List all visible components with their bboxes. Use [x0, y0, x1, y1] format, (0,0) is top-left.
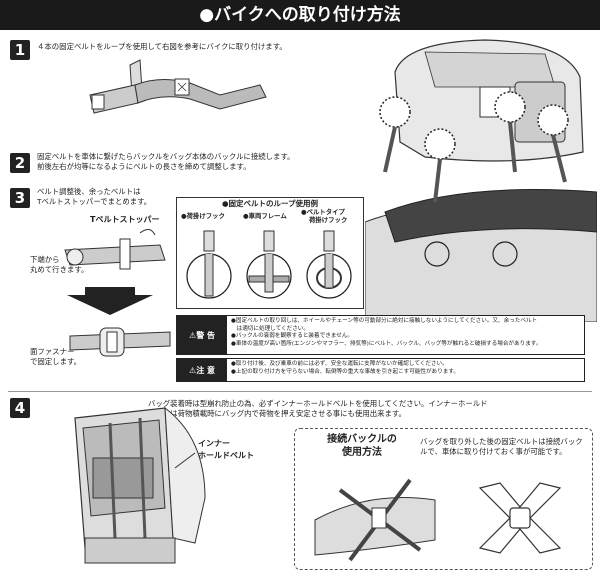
fastener-label-2: で固定します。: [30, 357, 81, 366]
down-arrow-icon: [67, 287, 153, 315]
connected-buckles-icon: [478, 482, 562, 554]
bag-interior-illustration: [74, 406, 206, 564]
step-2-number: 2: [10, 153, 30, 173]
caution-text: ●取り付け後、及び乗車の前には必ず、安全な運転に支障がないか確認してください。 …: [231, 361, 580, 376]
t-belt-stopper-label: Tベルトストッパー: [90, 215, 160, 224]
step-4-number: 4: [10, 398, 30, 418]
step-2-text-2: 前後左右が均等になるようにベルトの長さを締めて調整します。: [37, 162, 251, 171]
loop-usage-box: ●固定ベルトのループ使用例 ●荷掛けフック ●車両フレーム ●ベルトタイプ 荷掛…: [176, 197, 364, 309]
loop-item-belt-hook-label: ●ベルトタイプ: [301, 208, 345, 216]
warning-text: ●固定ベルトの取り回しは、ホイールやチェーン等の可動部分に絶対に接触しないように…: [231, 318, 580, 348]
step-3-text-1: ベルト調整後、余ったベルトは: [37, 187, 141, 196]
caution-line: ●取り付け後、及び乗車の前には必ず、安全な運転に支障がないか確認してください。: [231, 361, 448, 367]
buckle-title-2: 使用方法: [342, 447, 382, 458]
loop-belt-hook-icon: [306, 230, 352, 299]
step-3-text-2: Tベルトストッパーでまとめます。: [37, 197, 152, 206]
loop-item-frame-label: ●車両フレーム: [243, 212, 287, 220]
warning-line: ●バックルの衰弱を観察すると装着できません。: [231, 333, 354, 340]
belt-roll-illustration: [64, 229, 166, 270]
caution-box: ⚠注 意 ●取り付け後、及び乗車の前には必ず、安全な運転に支障がないか確認してく…: [176, 358, 585, 382]
section-divider: [8, 391, 592, 392]
page-title: ●バイクへの取り付け方法: [0, 0, 600, 30]
loop-frame-icon: [246, 230, 292, 299]
step-4-text-2: ベルトは荷物積載時にバッグ内で荷物を押え安定させる事にも使用出来ます。: [148, 409, 406, 418]
fastener-label-1: 面ファスナー: [30, 347, 75, 356]
inner-hold-belt-label-1: インナー: [198, 439, 230, 448]
caution-line: ●上記の取り付け方を守らない場合、転倒等の重大な事故を引き起こす可能性があります…: [231, 368, 459, 375]
warning-box: ⚠警 告 ●固定ベルトの取り回しは、ホイールやチェーン等の可動部分に絶対に接触し…: [176, 315, 585, 355]
motorcycle-bag-illustration: [365, 39, 597, 322]
buckle-title-1: 接続バックルの: [327, 434, 397, 445]
seat-with-buckles-illustration: [314, 478, 436, 562]
roll-label-2: 丸めて行きます。: [30, 265, 89, 274]
warning-line: は適切に処理してください。: [231, 325, 309, 332]
inner-hold-belt-label-2: ホールドベルト: [198, 451, 254, 460]
step-4-text-1: バッグ装着時は型崩れ防止の為、必ずインナーホールドベルトを使用してください。イン…: [148, 399, 488, 408]
roll-label-1: 下端から: [30, 255, 60, 264]
warning-line: ●固定ベルトの取り回しは、ホイールやチェーン等の可動部分に絶対に接触しないように…: [231, 318, 538, 324]
loop-hook-icon: [186, 230, 232, 299]
loop-usage-heading: ●固定ベルトのループ使用例: [177, 198, 363, 209]
warning-line: ●車体の温度が高い箇所(エンジンやマフラー、排気等)にベルト、バックル、バッグ等…: [231, 340, 542, 347]
step-3-number: 3: [10, 188, 30, 208]
warning-tag: ⚠警 告: [177, 316, 227, 354]
fixing-belt-illustration: [89, 59, 267, 114]
loop-item-hook-label: ●荷掛けフック: [181, 212, 225, 220]
step-1-number: 1: [10, 40, 30, 60]
step-1-text: ４本の固定ベルトをループを使用して右図を参考にバイクに取り付けます。: [37, 42, 287, 51]
caution-tag: ⚠注 意: [177, 359, 227, 381]
step-2-text-1: 固定ベルトを車体に繋げたらバックルをバッグ本体のバックルに接続します。: [37, 152, 295, 161]
buckle-desc-1: バッグを取り外した後の固定ベルトは接続バック: [420, 437, 583, 446]
buckle-desc-2: ルで、車体に取り付けておく事が可能です。: [420, 447, 567, 456]
buckle-usage-box: [294, 428, 593, 570]
loop-item-belt-hook-label-2: 荷掛けフック: [309, 216, 348, 224]
belt-fastened-illustration: [69, 327, 171, 357]
